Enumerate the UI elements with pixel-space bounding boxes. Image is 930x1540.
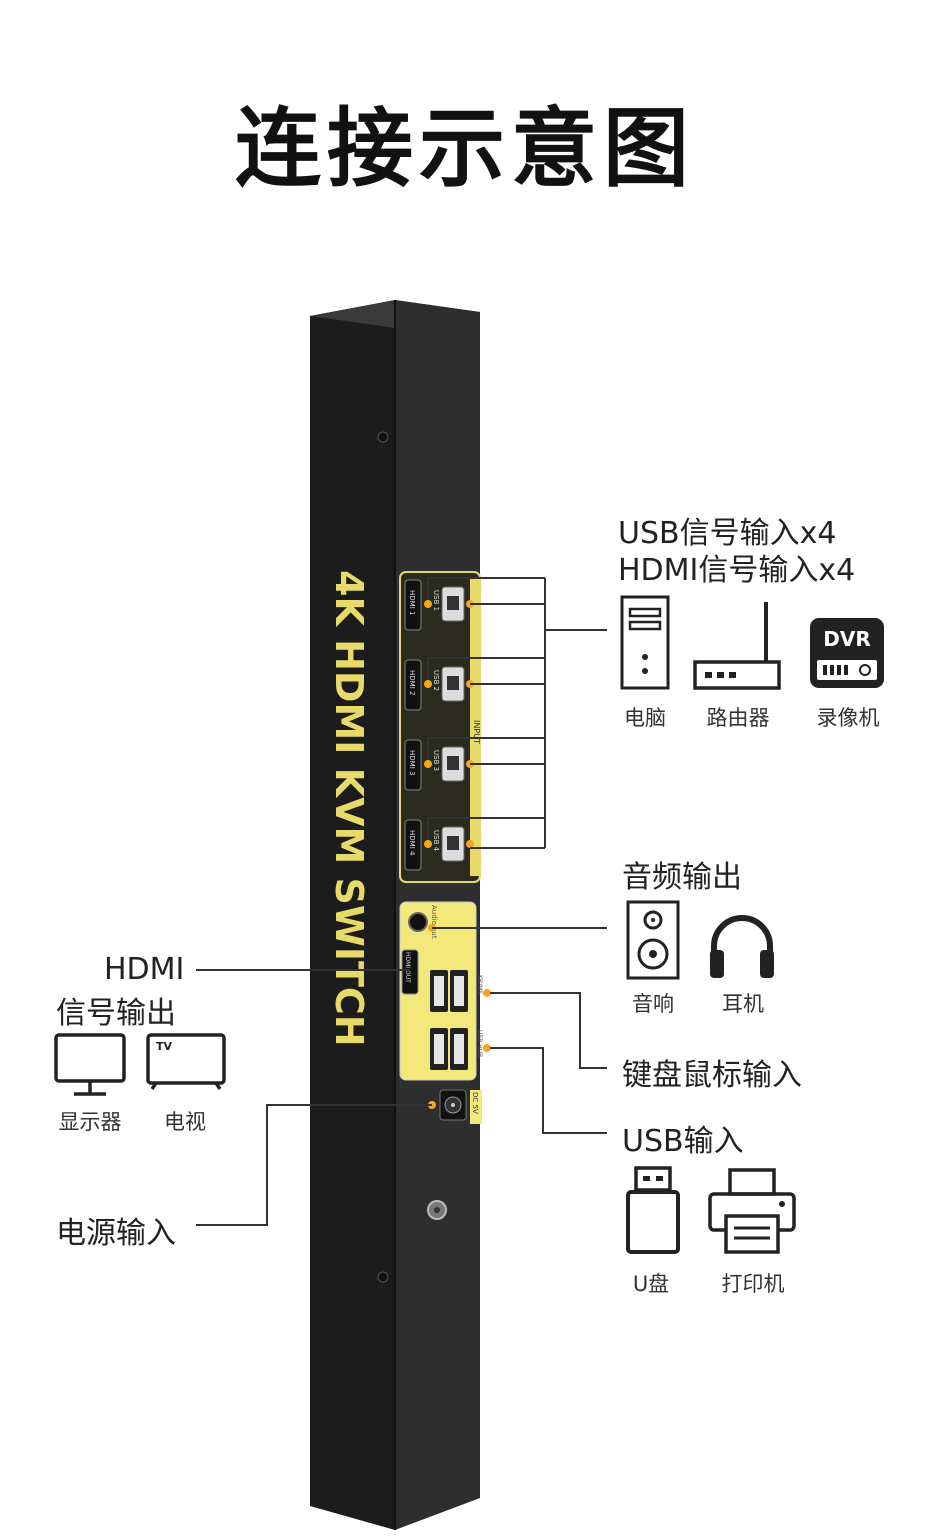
usb-hub-ports <box>430 1028 468 1070</box>
audio-out-port <box>408 912 428 932</box>
headphones-label: 耳机 <box>722 992 764 1016</box>
dvr-label: 录像机 <box>816 706 880 730</box>
input-tag: INPUT <box>472 720 481 744</box>
keyboard-mouse-input-label: 键盘鼠标输入 <box>622 1058 802 1093</box>
headphones-icon <box>710 915 774 978</box>
dc-power-label: DC 5V <box>471 1092 479 1114</box>
usb-in-2-label: USB 2 <box>432 670 440 691</box>
computer-tower-icon <box>620 595 670 690</box>
speaker-icon <box>626 900 680 980</box>
monitor-icon <box>54 1033 126 1096</box>
dvr-icon: DVR <box>810 618 884 688</box>
computer-label: 电脑 <box>624 706 666 730</box>
kb-ms-ports <box>430 970 468 1012</box>
hdmi-in-3-label: HDMI 3 <box>408 750 416 775</box>
speaker-label: 音响 <box>632 992 674 1016</box>
page-title: 连接示意图 <box>235 99 695 199</box>
usb-in-4-label: USB 4 <box>432 830 440 852</box>
hdmi-output-label-line2: 信号输出 <box>56 996 176 1031</box>
router-label: 路由器 <box>706 706 770 730</box>
hdmi-in-1-label: HDMI 1 <box>408 590 416 615</box>
usb-in-1-label: USB 1 <box>432 590 440 611</box>
device-name: 4K HDMI KVM SWITCH <box>327 570 371 1047</box>
monitor-label: 显示器 <box>58 1110 122 1134</box>
usb-hub-label: USB HUB <box>476 1030 483 1057</box>
hdmi-out-label: HDMI OUT <box>404 952 411 983</box>
hdmi-in-ports: HDMI 1 HDMI 2 HDMI 3 HDMI 4 <box>404 579 422 871</box>
tv-label: 电视 <box>164 1110 206 1134</box>
hdmi-in-2-label: HDMI 2 <box>408 670 416 695</box>
hdmi-in-4-label: HDMI 4 <box>408 830 416 856</box>
audio-out-label: Audio out <box>430 905 438 939</box>
router-icon <box>693 602 781 690</box>
screw <box>377 1271 389 1283</box>
hdmi-out-port <box>401 949 419 995</box>
usb-in-3-label: USB 3 <box>432 750 440 771</box>
usb-drive-label: U盘 <box>632 1272 670 1296</box>
audio-output-label: 音频输出 <box>622 860 742 895</box>
tv-badge: TV <box>156 1040 173 1053</box>
hdmi-output-label-line1: HDMI <box>104 952 185 987</box>
printer-icon <box>708 1168 796 1254</box>
kb-ms-label: KB/MS <box>476 975 483 994</box>
usb-in-ports: USB 1 USB 2 USB 3 USB 4 <box>432 586 465 862</box>
printer-label: 打印机 <box>721 1272 785 1296</box>
screw <box>377 431 389 443</box>
power-input-label: 电源输入 <box>56 1216 176 1251</box>
tv-icon: TV <box>146 1033 226 1090</box>
dvr-badge: DVR <box>823 627 870 651</box>
usb-input-label: USB输入 <box>622 1124 744 1159</box>
inputs-label-line1: USB信号输入x4 <box>618 516 837 551</box>
usb-drive-icon <box>626 1166 680 1254</box>
inputs-label-line2: HDMI信号输入x4 <box>618 553 856 588</box>
